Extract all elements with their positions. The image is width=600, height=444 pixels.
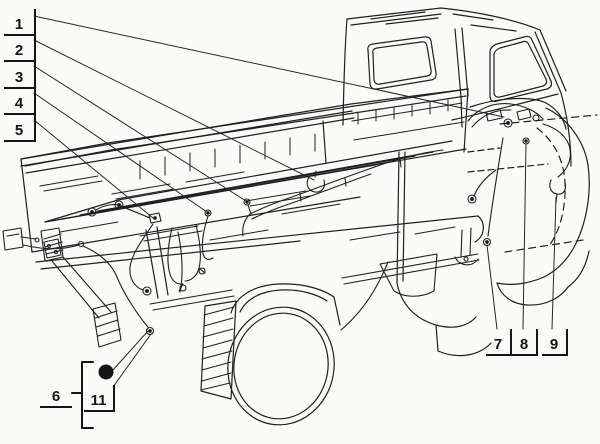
callout-11: 11 — [84, 385, 115, 412]
callout-5-label: 5 — [14, 122, 24, 139]
leader-8 — [522, 143, 527, 330]
front-fender-body — [467, 107, 598, 306]
callout-6: 6 — [40, 381, 72, 408]
callout-4: 4 — [4, 88, 36, 115]
rear-wheel-fender — [200, 283, 341, 426]
callout-4-label: 4 — [14, 95, 24, 112]
leader-11 — [112, 333, 152, 388]
leader-lines — [33, 15, 557, 388]
callout-9-label: 9 — [549, 336, 559, 353]
callout-3-label: 3 — [14, 69, 24, 86]
callout-1: 1 — [4, 9, 36, 36]
group-bracket — [81, 361, 94, 429]
chassis-and-step — [149, 227, 480, 331]
leader-1 — [33, 15, 505, 118]
callout-bracket-group — [71, 361, 114, 429]
callout-8-label: 8 — [519, 336, 529, 353]
callout-2: 2 — [4, 35, 36, 62]
leader-2 — [33, 39, 315, 181]
leader-7 — [486, 244, 498, 330]
bullet-marker — [98, 364, 114, 380]
callout-2-label: 2 — [14, 42, 24, 59]
callout-8: 8 — [512, 329, 538, 356]
callout-11-label: 11 — [90, 392, 107, 409]
leader-3 — [33, 65, 247, 202]
wiring-harness-bed — [87, 149, 444, 296]
callout-3: 3 — [4, 62, 36, 89]
leader-5 — [33, 119, 154, 219]
bed-surface-marks — [39, 99, 465, 242]
callout-7-label: 7 — [493, 336, 503, 353]
callout-7: 7 — [486, 329, 512, 356]
leader-4 — [33, 92, 208, 213]
callout-1-label: 1 — [14, 16, 24, 33]
tail-lamp-assembly — [2, 227, 149, 328]
callout-5: 5 — [4, 115, 36, 142]
rear-subframe-mudflaps — [40, 227, 155, 348]
cargo-bed-outline — [20, 88, 484, 299]
callout-6-label: 6 — [51, 388, 61, 405]
cab-body — [342, 7, 572, 357]
leader-9 — [551, 196, 557, 330]
leader-bullet — [112, 330, 149, 371]
callout-9: 9 — [542, 329, 568, 356]
